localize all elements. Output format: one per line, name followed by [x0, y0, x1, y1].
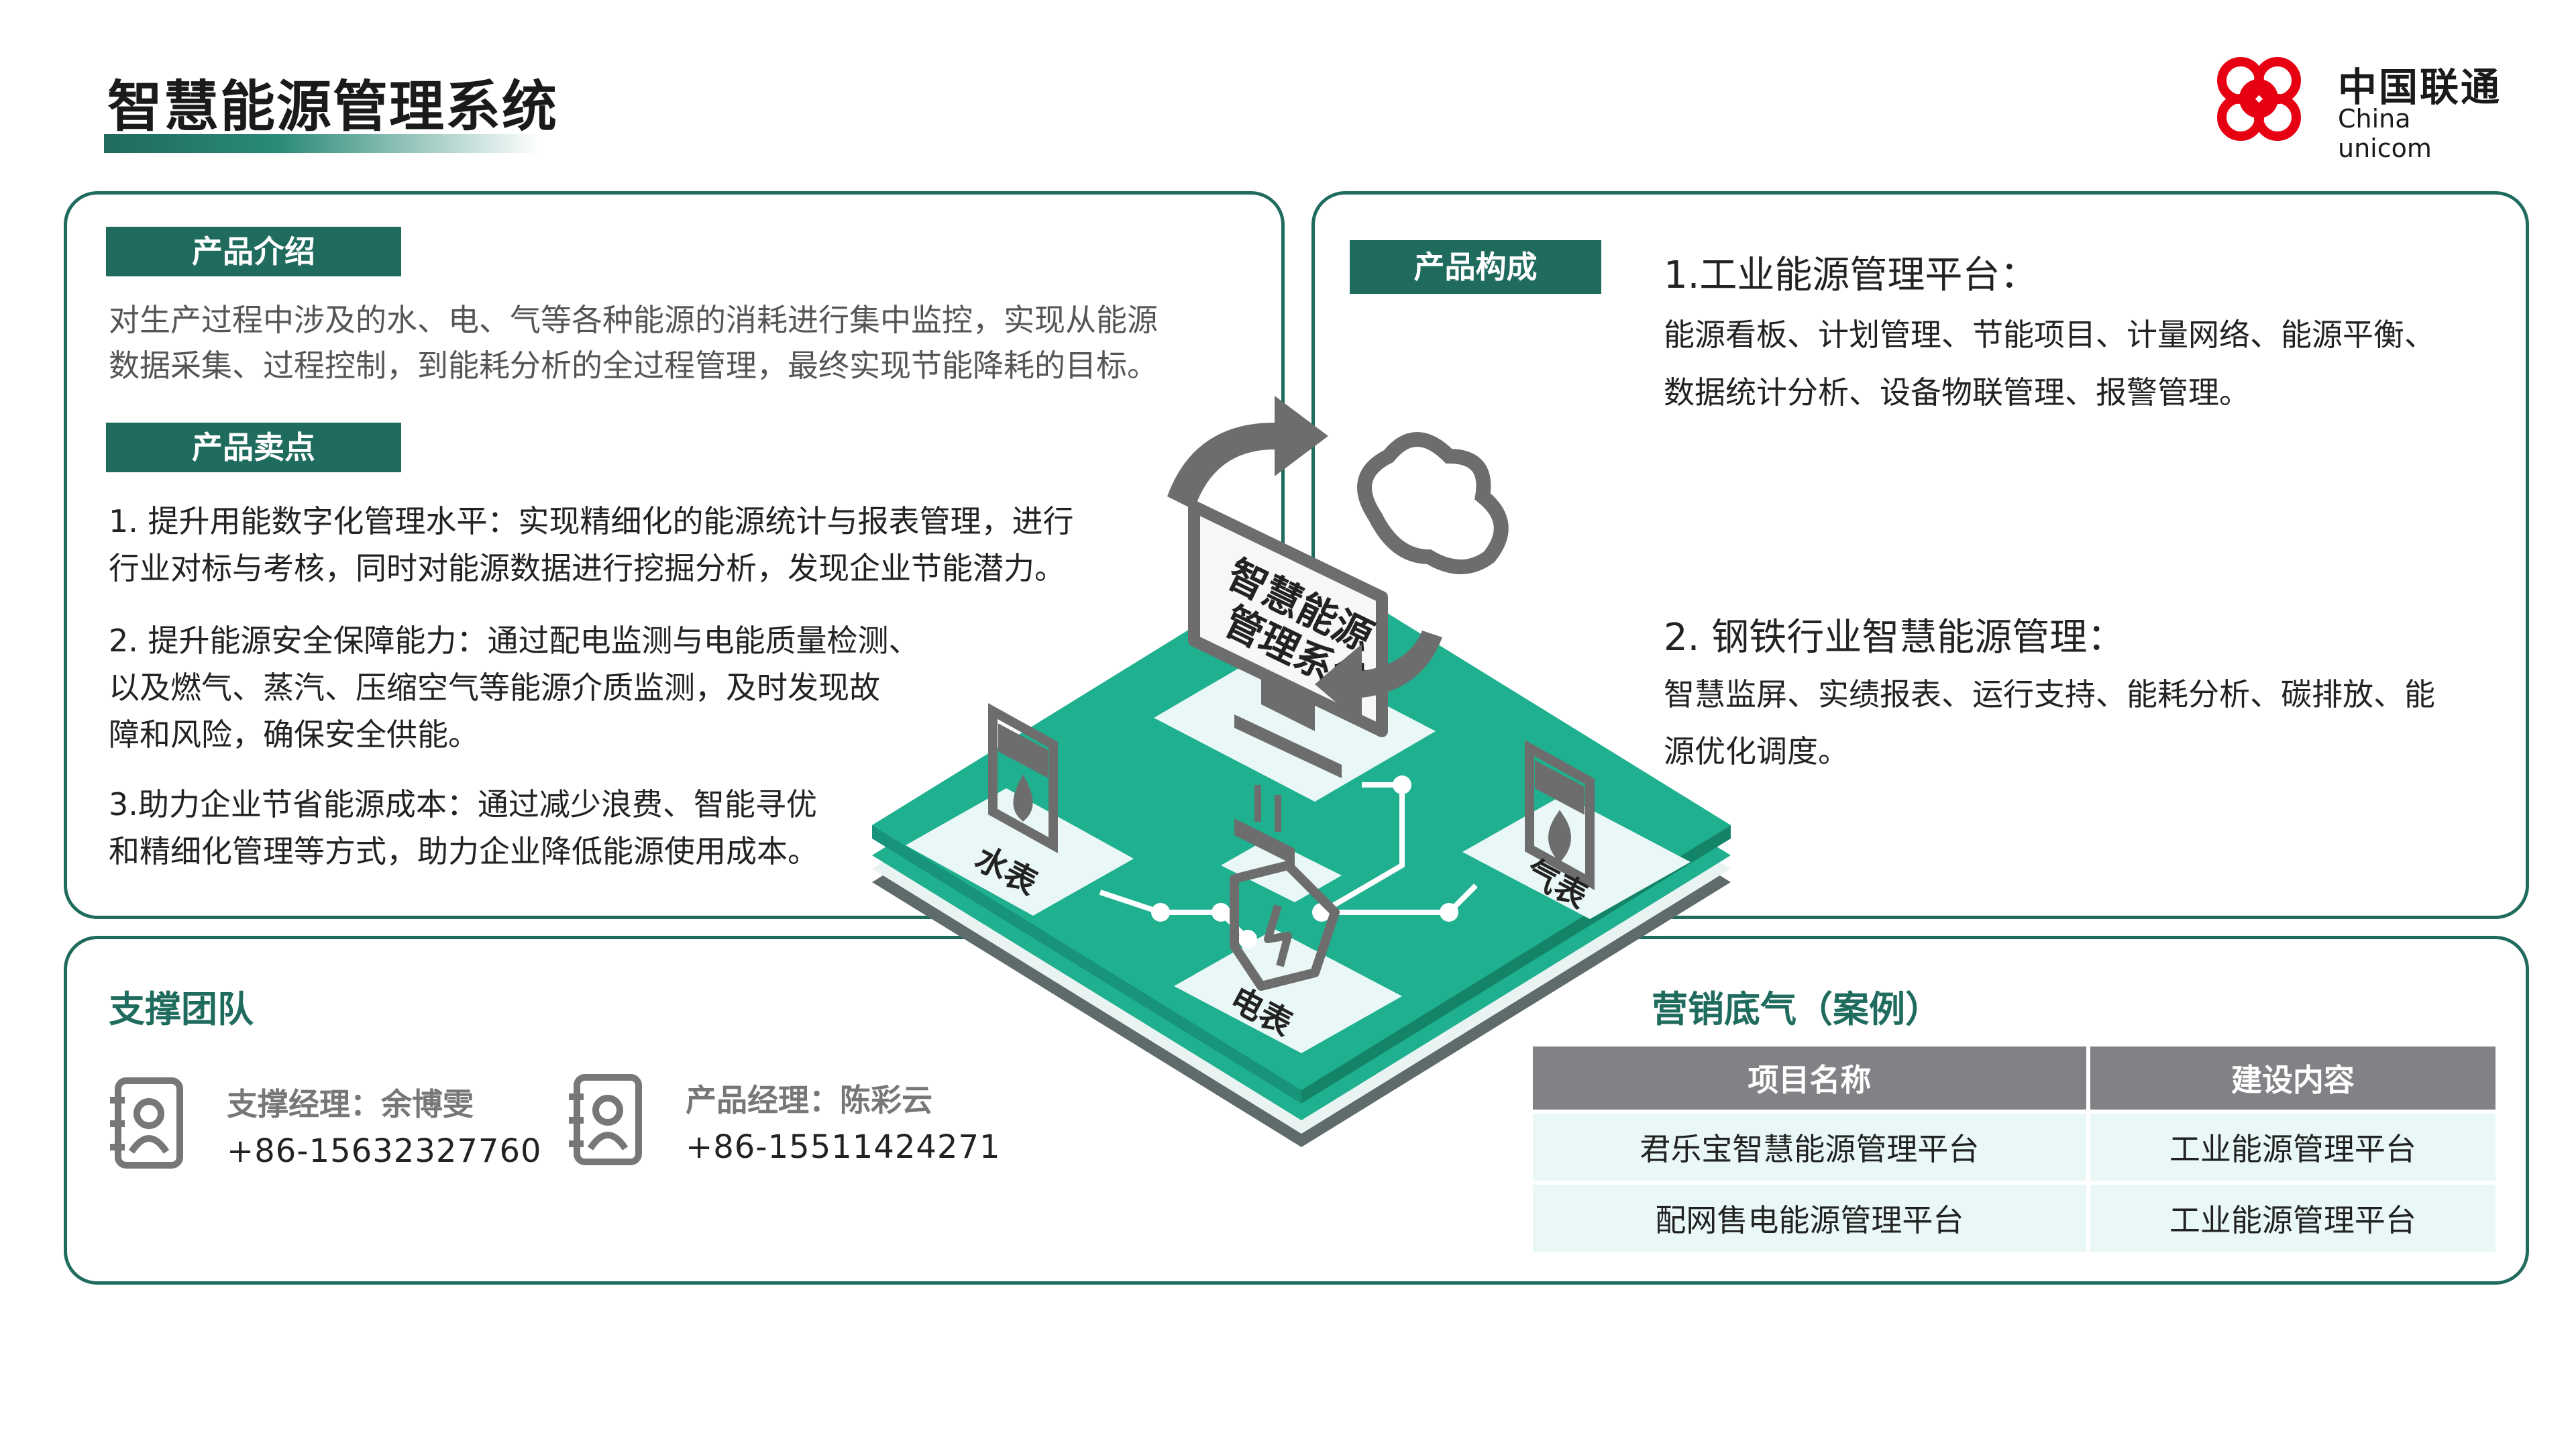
table-cell: 君乐宝智慧能源管理平台: [1533, 1110, 2086, 1181]
table-cell: 工业能源管理平台: [2086, 1110, 2496, 1181]
logo-cn-text: 中国联通: [2338, 64, 2502, 110]
contact-card-icon: [569, 1074, 642, 1165]
composition-item2-title: 2. 钢铁行业智慧能源管理：: [1664, 616, 2125, 659]
selling-p2-line-3: 障和风险，确保安全供能。: [109, 716, 479, 753]
cases-table: 项目名称 建设内容 君乐宝智慧能源管理平台 工业能源管理平台 配网售电能源管理平…: [1533, 1046, 2496, 1252]
electric-meter-icon: [1230, 861, 1340, 991]
table-header-cell: 项目名称: [1533, 1046, 2086, 1110]
logo-en-text: China unicom: [2338, 104, 2432, 163]
page-title: 智慧能源管理系统: [107, 75, 559, 139]
contact-1-phone: +86-15632327760: [227, 1132, 542, 1170]
table-cell: 工业能源管理平台: [2086, 1181, 2496, 1252]
composition-item1-line-2: 数据统计分析、设备物联管理、报警管理。: [1664, 374, 2250, 411]
cases-title: 营销底气（案例）: [1652, 988, 1941, 1030]
contact-1-role: 支撑经理：余博雯: [227, 1086, 474, 1122]
composition-item1-line-1: 能源看板、计划管理、节能项目、计量网络、能源平衡、: [1664, 317, 2435, 353]
energy-system-illustration: 智慧能源 管理系统 水表 气表 电表: [872, 396, 1731, 1147]
china-unicom-logo: 中国联通 China unicom: [2200, 50, 2509, 163]
router-icon: [1234, 785, 1295, 865]
selling-p3-line-2: 和精细化管理等方式，助力企业降低能源使用成本。: [109, 833, 818, 869]
composition-item2-line-1: 智慧监屏、实绩报表、运行支持、能耗分析、碳排放、能: [1664, 676, 2435, 712]
water-meter-icon: [988, 703, 1058, 853]
selling-p2-line-2: 以及燃气、蒸汽、压缩空气等能源介质监测，及时发现故: [109, 669, 880, 706]
selling-p1-line-1: 1. 提升用能数字化管理水平：实现精细化的能源统计与报表管理，进行: [109, 503, 1074, 539]
intro-line-2: 数据采集、过程控制，到能耗分析的全过程管理，最终实现节能降耗的目标。: [109, 347, 1158, 384]
intro-line-1: 对生产过程中涉及的水、电、气等各种能源的消耗进行集中监控，实现从能源: [109, 302, 1158, 338]
cloud-icon: [1357, 432, 1509, 574]
table-cell: 配网售电能源管理平台: [1533, 1181, 2086, 1252]
contact-2-role: 产品经理：陈彩云: [686, 1082, 932, 1118]
team-title: 支撑团队: [109, 988, 254, 1030]
selling-p2-line-1: 2. 提升能源安全保障能力：通过配电监测与电能质量检测、: [109, 623, 920, 659]
contact-2-phone: +86-15511424271: [686, 1128, 1001, 1166]
composition-item2-line-2: 源优化调度。: [1664, 733, 1849, 769]
sync-arrow-icon: [1167, 396, 1442, 724]
gas-meter-icon: [1525, 740, 1595, 890]
table-header-cell: 建设内容: [2086, 1046, 2496, 1110]
selling-p3-line-1: 3.助力企业节省能源成本：通过减少浪费、智能寻优: [109, 786, 817, 822]
title-underline: [104, 134, 540, 153]
table-header-row: 项目名称 建设内容: [1533, 1046, 2496, 1110]
table-row: 配网售电能源管理平台 工业能源管理平台: [1533, 1181, 2496, 1252]
table-row: 君乐宝智慧能源管理平台 工业能源管理平台: [1533, 1110, 2496, 1181]
composition-item1-title: 1.工业能源管理平台：: [1664, 254, 2038, 297]
contact-card-icon: [110, 1077, 183, 1169]
composition-tag: 产品构成: [1350, 240, 1601, 294]
selling-tag: 产品卖点: [106, 423, 401, 472]
unicom-knot-icon: [2217, 57, 2301, 141]
selling-p1-line-2: 行业对标与考核，同时对能源数据进行挖掘分析，发现企业节能潜力。: [109, 550, 1065, 586]
intro-tag: 产品介绍: [106, 227, 401, 276]
